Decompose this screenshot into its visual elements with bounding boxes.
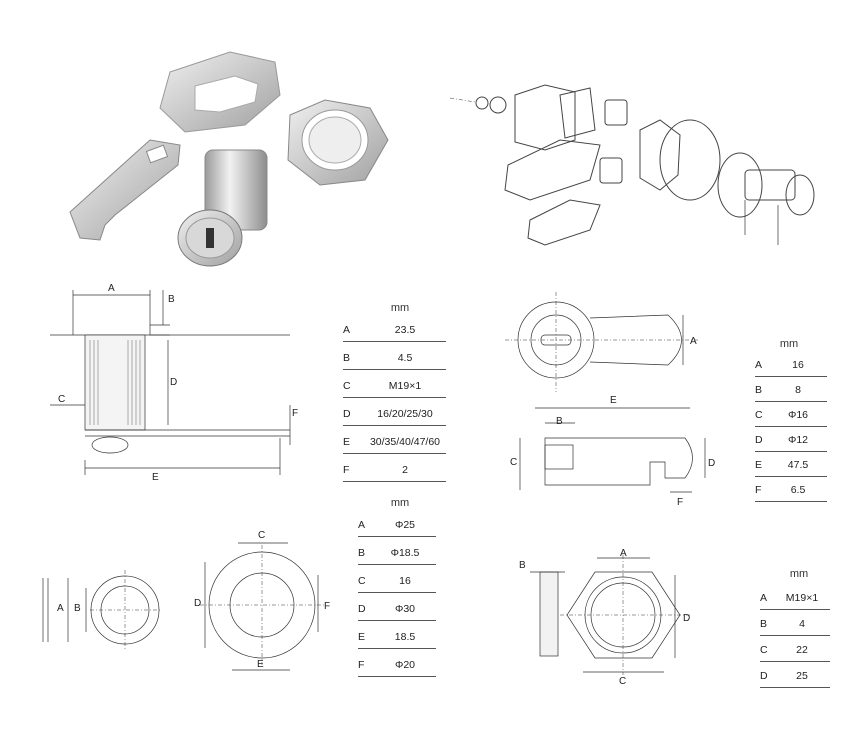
spec-table-3-unit: mm <box>779 338 799 350</box>
cam-label-c: C <box>510 457 517 468</box>
dim-label-a: A <box>108 283 115 294</box>
washer-label-b: B <box>74 603 81 614</box>
nut-label-c: C <box>619 676 626 687</box>
nut-label-d: D <box>683 613 690 624</box>
cam-label-a: A <box>690 336 697 347</box>
nut-label-a: A <box>620 548 627 559</box>
lock-cylinder-photo <box>177 149 268 267</box>
dim-label-e: E <box>152 472 159 483</box>
cam-label-d: D <box>708 458 715 469</box>
spec-table-2-unit: mm <box>390 497 410 509</box>
spec-table-4-unit: mm <box>789 568 809 580</box>
nut-label-b: B <box>519 560 526 571</box>
dim-label-d: D <box>170 377 177 388</box>
dim-label-f: F <box>292 408 298 419</box>
dim-label-c: C <box>58 394 65 405</box>
hex-nut-photo <box>287 99 389 186</box>
cam-label-b: B <box>556 416 563 427</box>
washer-photo <box>159 51 281 133</box>
cam-label-e: E <box>610 395 617 406</box>
washer-label-c: C <box>258 530 265 541</box>
washer-label-f: F <box>324 601 330 612</box>
washer-label-d: D <box>194 598 201 609</box>
spec-table-1-unit: mm <box>390 302 410 314</box>
washer-label-e: E <box>257 659 264 670</box>
cam-label-f: F <box>677 497 683 508</box>
side-view-hatch <box>89 340 141 425</box>
cam-lever-photo <box>69 139 181 241</box>
dim-label-b: B <box>168 294 175 305</box>
washer-label-a: A <box>57 603 64 614</box>
